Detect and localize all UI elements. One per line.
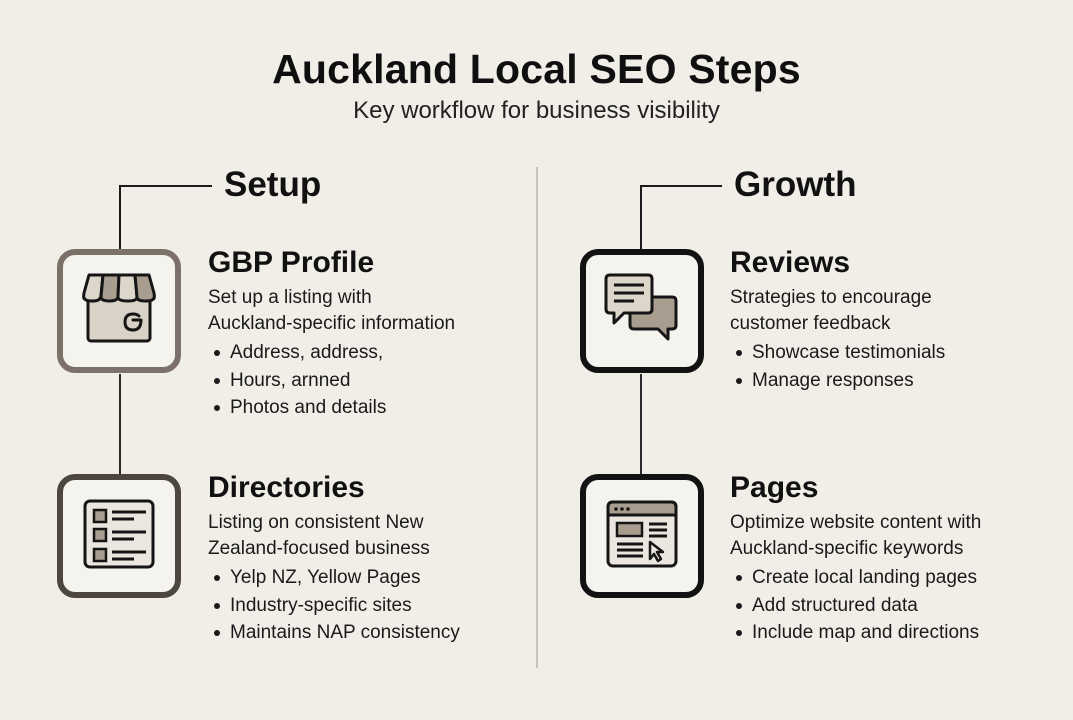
step-bullet-list: Create local landing pages Add structure… bbox=[730, 564, 1050, 647]
bullet-icon bbox=[736, 602, 742, 609]
list-item: Include map and directions bbox=[730, 619, 1050, 647]
setup-connector-vertical-middle bbox=[119, 374, 121, 474]
storefront-google-icon bbox=[79, 271, 159, 352]
pages-icon-box bbox=[580, 474, 704, 598]
step-reviews: Reviews Strategies to encourage customer… bbox=[730, 245, 1050, 394]
chat-bubbles-icon bbox=[604, 273, 680, 350]
list-item-text: Maintains NAP consistency bbox=[230, 622, 460, 643]
list-item: Address, address, bbox=[208, 339, 518, 367]
bullet-icon bbox=[214, 630, 220, 636]
list-item-text: Showcase testimonials bbox=[752, 342, 946, 363]
list-item-text: Address, address, bbox=[230, 342, 384, 363]
step-gbp-profile: GBP Profile Set up a listing with Auckla… bbox=[208, 245, 518, 422]
bullet-icon bbox=[736, 630, 742, 636]
list-item-text: Include map and directions bbox=[752, 622, 980, 643]
step-description-line: Strategies to encourage bbox=[730, 287, 932, 308]
gbp-profile-icon-box bbox=[57, 249, 181, 373]
directory-list-icon bbox=[82, 498, 156, 575]
step-bullet-list: Address, address, Hours, arnned Photos a… bbox=[208, 339, 518, 422]
bullet-icon bbox=[214, 377, 220, 384]
list-item: Create local landing pages bbox=[730, 564, 1050, 592]
list-item: Yelp NZ, Yellow Pages bbox=[208, 564, 518, 592]
list-item-text: Yelp NZ, Yellow Pages bbox=[230, 567, 421, 588]
step-bullet-list: Showcase testimonials Manage responses bbox=[730, 339, 1050, 394]
section-title-setup: Setup bbox=[224, 165, 322, 204]
step-title: GBP Profile bbox=[208, 246, 375, 279]
step-title: Directories bbox=[208, 471, 365, 504]
step-description-line: Auckland-specific information bbox=[208, 313, 456, 334]
webpage-cursor-icon bbox=[605, 499, 679, 574]
step-title: Pages bbox=[730, 471, 819, 504]
directories-icon-box bbox=[57, 474, 181, 598]
list-item-text: Manage responses bbox=[752, 369, 914, 391]
list-item: Hours, arnned bbox=[208, 367, 518, 395]
step-description-line: Set up a listing with bbox=[208, 287, 372, 308]
bullet-icon bbox=[736, 575, 742, 581]
bullet-icon bbox=[736, 377, 742, 384]
step-directories: Directories Listing on consistent New Ze… bbox=[208, 470, 518, 647]
step-description-line: Zealand-focused business bbox=[208, 538, 430, 559]
reviews-icon-box bbox=[580, 249, 704, 373]
column-divider bbox=[536, 167, 538, 668]
step-title: Reviews bbox=[730, 246, 851, 279]
list-item-text: Add structured data bbox=[752, 594, 918, 616]
section-title-growth: Growth bbox=[734, 165, 857, 204]
step-bullet-list: Yelp NZ, Yellow Pages Industry-specific … bbox=[208, 564, 518, 647]
page-title: Auckland Local SEO Steps bbox=[272, 46, 801, 92]
bullet-icon bbox=[736, 350, 742, 356]
list-item: Showcase testimonials bbox=[730, 339, 1050, 367]
list-item: Industry-specific sites bbox=[208, 592, 518, 620]
step-description-line: Listing on consistent New bbox=[208, 512, 424, 533]
growth-connector-horizontal bbox=[640, 185, 722, 187]
bullet-icon bbox=[214, 575, 220, 581]
list-item-text: Industry-specific sites bbox=[230, 594, 412, 616]
list-item: Photos and details bbox=[208, 394, 518, 422]
bullet-icon bbox=[214, 602, 220, 609]
list-item-text: Hours, arnned bbox=[230, 369, 351, 391]
step-description-line: customer feedback bbox=[730, 313, 891, 334]
setup-connector-horizontal bbox=[119, 185, 212, 187]
bullet-icon bbox=[214, 350, 220, 356]
list-item-text: Photos and details bbox=[230, 397, 387, 418]
page-subtitle: Key workflow for business visibility bbox=[353, 97, 720, 124]
setup-connector-vertical-top bbox=[119, 185, 121, 249]
list-item: Maintains NAP consistency bbox=[208, 619, 518, 647]
step-description-line: Optimize website content with bbox=[730, 512, 982, 533]
growth-connector-vertical-middle bbox=[640, 374, 642, 474]
bullet-icon bbox=[214, 405, 220, 411]
list-item: Manage responses bbox=[730, 367, 1050, 395]
step-pages: Pages Optimize website content with Auck… bbox=[730, 470, 1050, 647]
list-item: Add structured data bbox=[730, 592, 1050, 620]
growth-connector-vertical-top bbox=[640, 185, 642, 249]
list-item-text: Create local landing pages bbox=[752, 567, 977, 588]
step-description-line: Auckland-specific keywords bbox=[730, 538, 964, 559]
